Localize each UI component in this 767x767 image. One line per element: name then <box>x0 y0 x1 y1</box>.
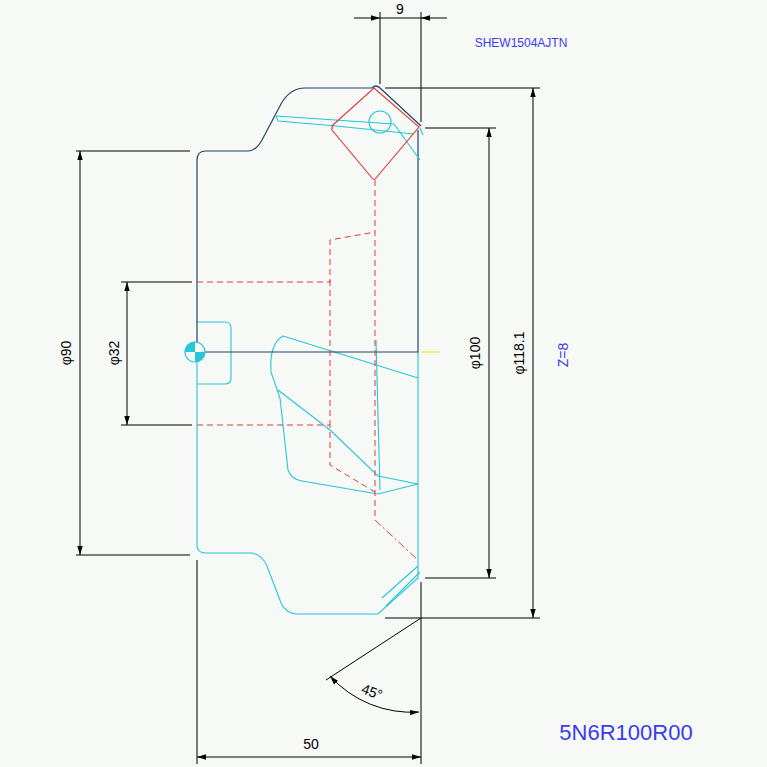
drawing-path <box>425 128 496 129</box>
drawing-path <box>376 340 380 490</box>
drawing-path <box>336 126 414 134</box>
drawing-path <box>375 520 418 560</box>
drawing-circle <box>369 111 391 133</box>
drawing-path <box>185 342 195 352</box>
drawing-path <box>197 130 418 352</box>
drawing-path <box>197 88 372 352</box>
dimension-lines <box>76 12 540 764</box>
drawing-path <box>197 560 198 764</box>
drawing-path <box>375 180 376 520</box>
drawing-path <box>326 618 421 680</box>
axis-marker <box>185 342 440 362</box>
drawing-path <box>197 352 418 614</box>
drawing-path <box>76 151 190 152</box>
drawing-path <box>421 582 422 764</box>
drawing-path <box>330 676 419 712</box>
drawing-path <box>278 390 418 484</box>
drawing-path <box>197 232 375 282</box>
insert-code: SHEW1504AJTN <box>473 37 570 50</box>
drawing-path <box>195 352 205 362</box>
dimension-value: φ32 <box>107 339 122 368</box>
drawing-path <box>127 282 128 425</box>
drawing-path <box>197 757 421 758</box>
drawing-path <box>276 116 336 126</box>
drawing-path <box>332 88 419 180</box>
drawing-path <box>421 351 440 352</box>
drawing-path <box>386 572 420 606</box>
drawing-path <box>380 12 381 84</box>
drawing-circle <box>185 342 205 362</box>
drawing-path <box>489 128 490 578</box>
drawing-path <box>330 280 331 425</box>
drawing-path <box>533 88 534 618</box>
dimension-value: 9 <box>394 2 406 17</box>
drawing-path <box>420 128 423 135</box>
drawing-path <box>385 88 540 89</box>
dimension-value: φ100 <box>468 335 483 371</box>
tooth-count: Z=8 <box>556 341 571 370</box>
drawing-path <box>121 282 192 283</box>
upper-half-view <box>197 86 421 352</box>
drawing-path <box>271 336 418 494</box>
drawing-path <box>385 618 540 619</box>
drawing-path <box>380 18 421 19</box>
drawing-path <box>197 425 375 492</box>
drawing-path <box>425 578 496 579</box>
hidden-lines <box>197 180 418 560</box>
drawing-path <box>76 555 190 556</box>
insert-outline <box>332 88 419 180</box>
dimension-value: 50 <box>301 737 321 752</box>
drawing-path <box>354 18 380 19</box>
drawing-path <box>80 151 81 555</box>
lower-half-view <box>197 322 420 614</box>
drawing-path <box>421 12 422 122</box>
insert-pocket <box>276 111 423 160</box>
drawing-path <box>382 566 418 598</box>
dimension-value: φ118.1 <box>512 329 527 376</box>
dimension-value: φ90 <box>59 339 74 368</box>
drawing-path <box>421 18 447 19</box>
angle-value: 45° <box>358 681 387 703</box>
part-number: 5N6R100R00 <box>557 721 694 744</box>
drawing-path <box>283 336 418 378</box>
drawing-path <box>121 425 192 426</box>
